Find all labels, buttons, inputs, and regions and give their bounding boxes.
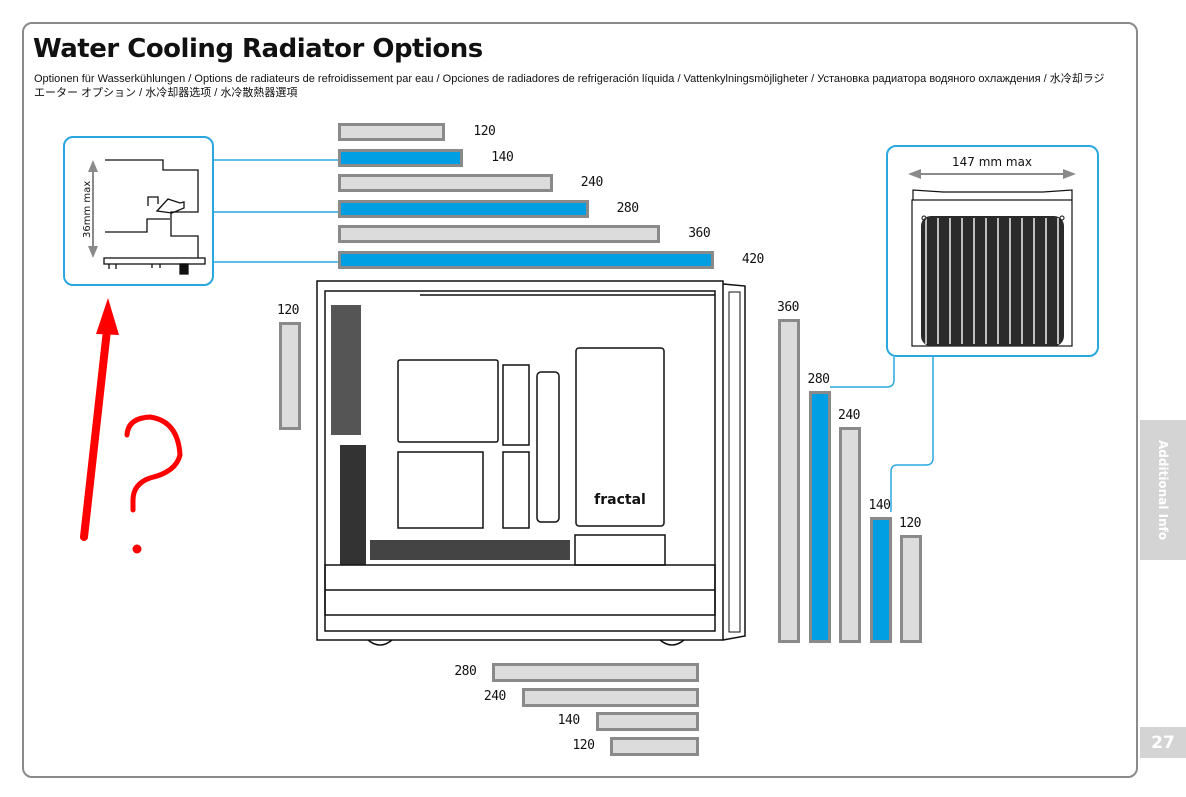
page-title: Water Cooling Radiator Options: [33, 34, 483, 64]
radiator-bar-top-120: [338, 123, 446, 141]
radiator-front-drawing: [911, 189, 1073, 347]
thickness-dimension-arrow: [88, 160, 98, 258]
radiator-bar-top-280: [338, 199, 589, 218]
front-mesh: [728, 291, 741, 633]
side-tab-additional-info[interactable]: Additional Info: [1140, 420, 1186, 560]
red-arrow-icon: [80, 326, 111, 541]
radiator-label-top-420: 420: [741, 251, 764, 267]
radiator-label-top-120: 120: [473, 124, 496, 139]
radiator-bar-front-120: [900, 535, 922, 643]
question-mark-icon: [124, 414, 183, 513]
radiator-bar-top-240: [338, 174, 553, 192]
radiator-label-top-280: 280: [616, 200, 639, 216]
page-subtitle: Optionen für Wasserkühlungen / Options d…: [34, 73, 1105, 99]
radiator-side-drawing: [103, 159, 206, 275]
radiator-label-top-240: 240: [580, 175, 603, 190]
width-label: 147 mm max: [952, 155, 1032, 169]
radiator-label-bottom-280: 280: [454, 664, 477, 679]
radiator-label-bottom-240: 240: [483, 688, 506, 704]
thickness-callout: [63, 136, 214, 286]
radiator-label-front-140: 140: [868, 498, 891, 513]
radiator-label-front-280: 280: [807, 372, 830, 387]
radiator-bar-top-140: [338, 148, 464, 167]
connector-front-140: [890, 357, 934, 512]
radiator-bar-bottom-240: [521, 687, 699, 707]
thickness-label: 36mm max: [82, 181, 93, 238]
radiator-label-front-360: 360: [777, 300, 799, 315]
radiator-bar-bottom-140: [595, 712, 699, 731]
radiator-bar-front-360: [778, 319, 800, 643]
radiator-label-front-120: 120: [899, 516, 921, 531]
radiator-label-top-360: 360: [688, 226, 711, 241]
page-frame: [22, 22, 1138, 778]
page-number: 27: [1140, 727, 1186, 758]
connector-front-280: [830, 357, 895, 388]
radiator-bar-top-420: [338, 250, 714, 269]
side-tab-label: Additional Info: [1156, 439, 1170, 541]
radiator-bar-bottom-120: [610, 736, 699, 756]
radiator-bar-front-240: [839, 427, 861, 643]
radiator-bar-bottom-280: [492, 663, 699, 682]
case-brand-logo: fractal: [594, 492, 646, 508]
radiator-label-bottom-120: 120: [572, 737, 595, 753]
radiator-label-front-240: 240: [838, 408, 860, 423]
connector-lines: [214, 159, 934, 512]
radiator-label-rear-120: 120: [277, 303, 299, 318]
radiator-bar-front-280: [808, 391, 831, 643]
radiator-label-top-140: 140: [491, 149, 514, 165]
red-annotation: [80, 298, 183, 541]
radiator-label-bottom-140: 140: [557, 713, 580, 728]
width-dimension-arrow: [908, 169, 1076, 179]
question-mark-dot: [132, 544, 142, 554]
radiator-bar-front-140: [869, 517, 892, 643]
radiator-bar-rear-120: [279, 322, 301, 430]
radiator-bar-top-360: [338, 225, 661, 243]
pc-case-drawing: [316, 280, 746, 646]
